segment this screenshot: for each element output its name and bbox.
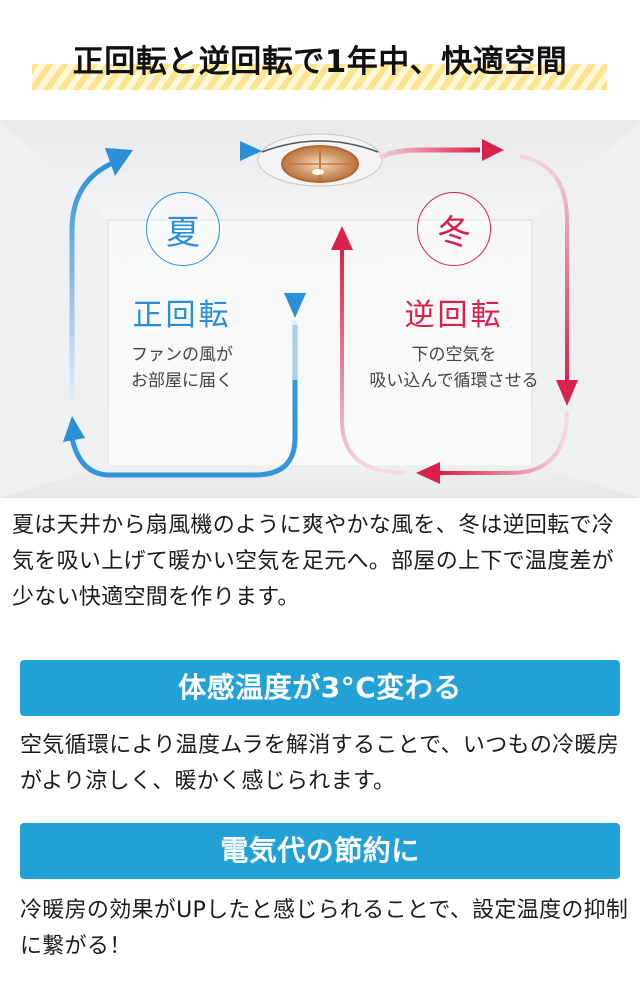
section-banner-savings: 電気代の節約に — [20, 823, 620, 879]
summer-airflow-arrows — [63, 141, 306, 478]
airflow-diagram-scene: 夏 正回転 ファンの風が お部屋に届く 冬 逆回転 下の空気を 吸い込んで循環さ… — [0, 120, 640, 498]
winter-mode-description: 下の空気を 吸い込んで循環させる — [369, 345, 539, 391]
section-text-temperature: 空気循環により温度ムラを解消することで、いつもの冷暖房がより涼しく、暖かく感じら… — [20, 733, 620, 794]
room-illustration — [0, 120, 640, 498]
section-banner-temperature: 体感温度が3°C変わる — [20, 660, 620, 716]
summer-season-badge: 夏 — [146, 192, 220, 266]
winter-airflow-arrows — [331, 139, 578, 484]
winter-season-badge: 冬 — [417, 192, 491, 266]
page-title: 正回転と逆回転で1年中、快適空間 — [72, 44, 568, 80]
winter-mode-title: 逆回転 — [404, 298, 504, 333]
headline-highlight-stripe — [32, 64, 607, 90]
summer-mode-title: 正回転 — [132, 298, 232, 333]
summer-mode-description: ファンの風が お部屋に届く — [131, 345, 233, 391]
headline-section: 正回転と逆回転で1年中、快適空間 — [0, 0, 640, 120]
section-text-savings: 冷暖房の効果がUPしたと感じられることで、設定温度の抑制に繋がる！ — [20, 898, 629, 959]
ceiling-fan-icon — [257, 133, 383, 187]
intro-paragraph: 夏は天井から扇風機のように爽やかな風を、冬は逆回転で冷気を吸い上げて暖かい空気を… — [12, 513, 615, 610]
